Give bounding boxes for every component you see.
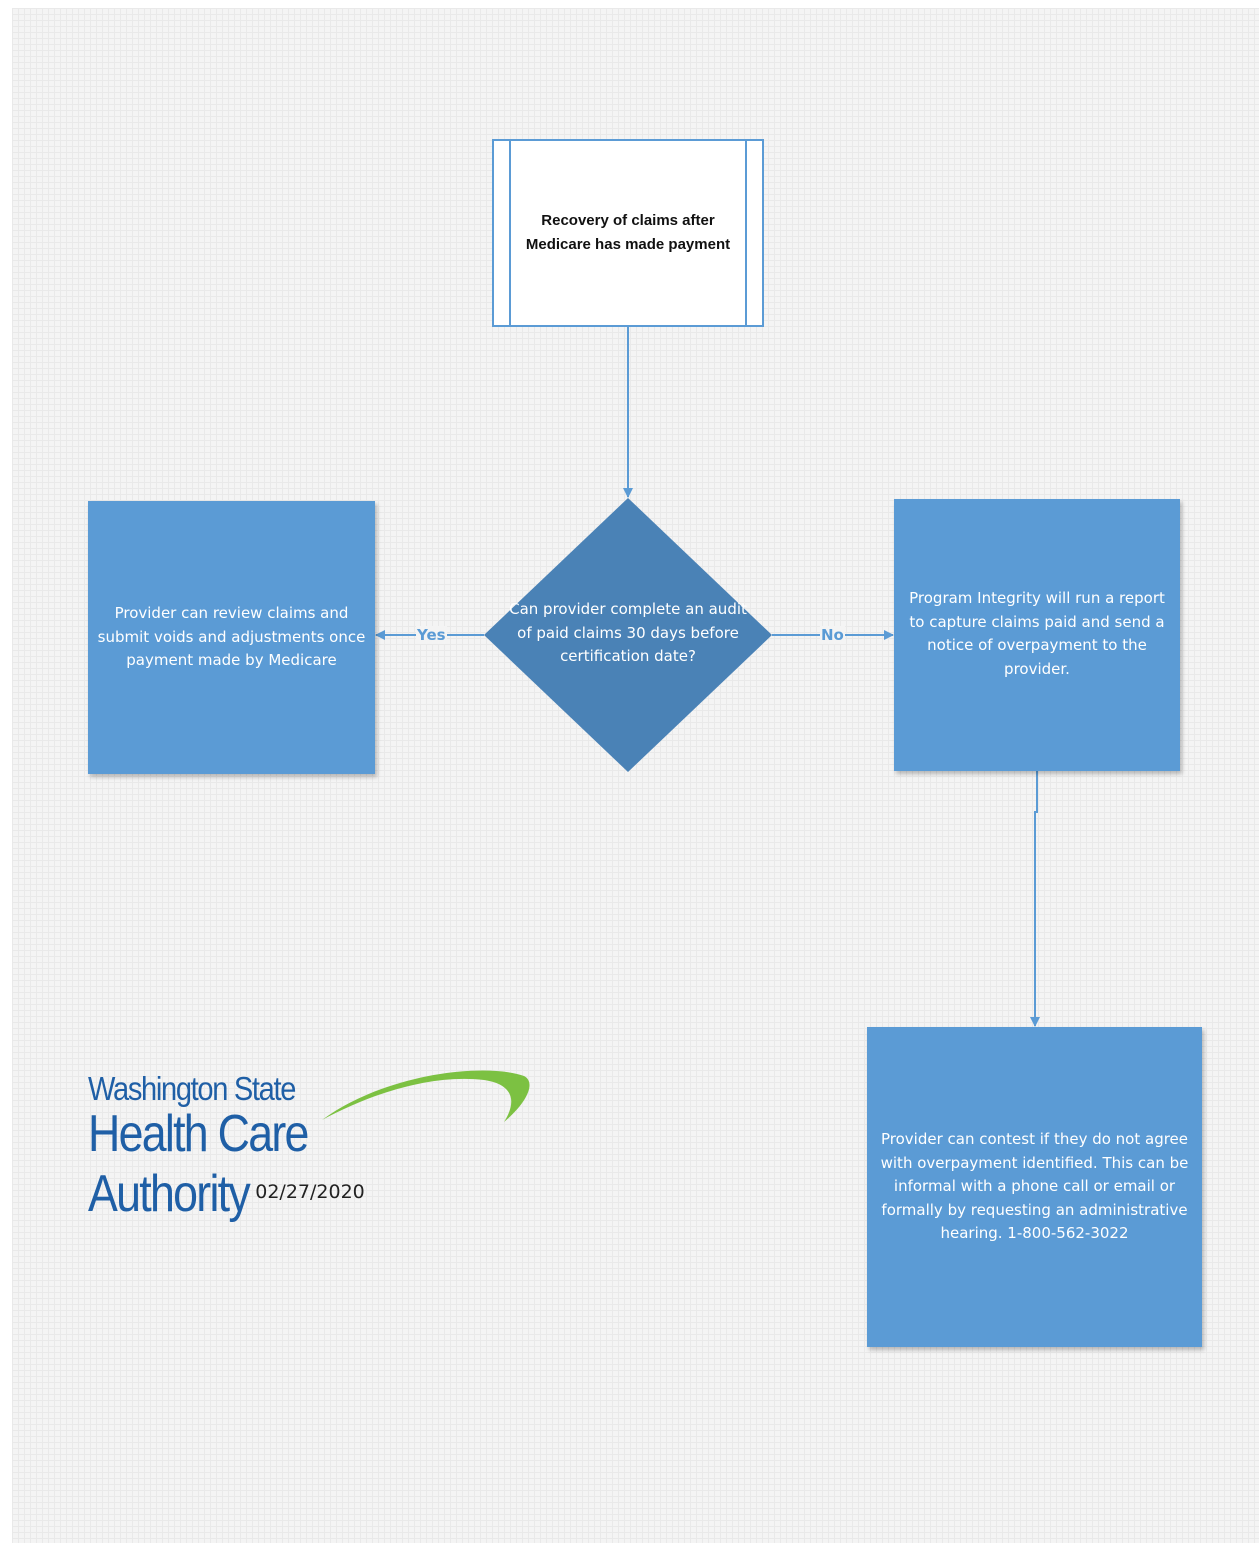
decision-diamond: [484, 498, 772, 772]
decision-label: Can provider complete an audit of paid c…: [509, 600, 747, 665]
logo-swoosh: [322, 1070, 530, 1122]
logo-line1: Washington State: [88, 1070, 296, 1107]
start-node: Recovery of claims after Medicare has ma…: [492, 139, 764, 327]
logo-line2: Health Care Authority: [88, 1105, 309, 1223]
contest-label: Provider can contest if they do not agre…: [880, 1130, 1189, 1243]
no-label: No: [820, 626, 845, 644]
document-date: 02/27/2020: [255, 1181, 365, 1203]
no-outcome-box: Program Integrity will run a report to c…: [894, 499, 1180, 771]
contest-box: Provider can contest if they do not agre…: [867, 1027, 1202, 1347]
connector-no-to-contest: [1030, 771, 1040, 1027]
yes-outcome-box: Provider can review claims and submit vo…: [88, 501, 375, 774]
start-node-label: Recovery of claims after Medicare has ma…: [525, 212, 731, 253]
yes-label: Yes: [416, 626, 447, 644]
hca-logo: Washington State Health Care Authority: [84, 1062, 534, 1223]
yes-outcome-label: Provider can review claims and submit vo…: [97, 604, 366, 670]
no-outcome-label: Program Integrity will run a report to c…: [909, 589, 1165, 678]
